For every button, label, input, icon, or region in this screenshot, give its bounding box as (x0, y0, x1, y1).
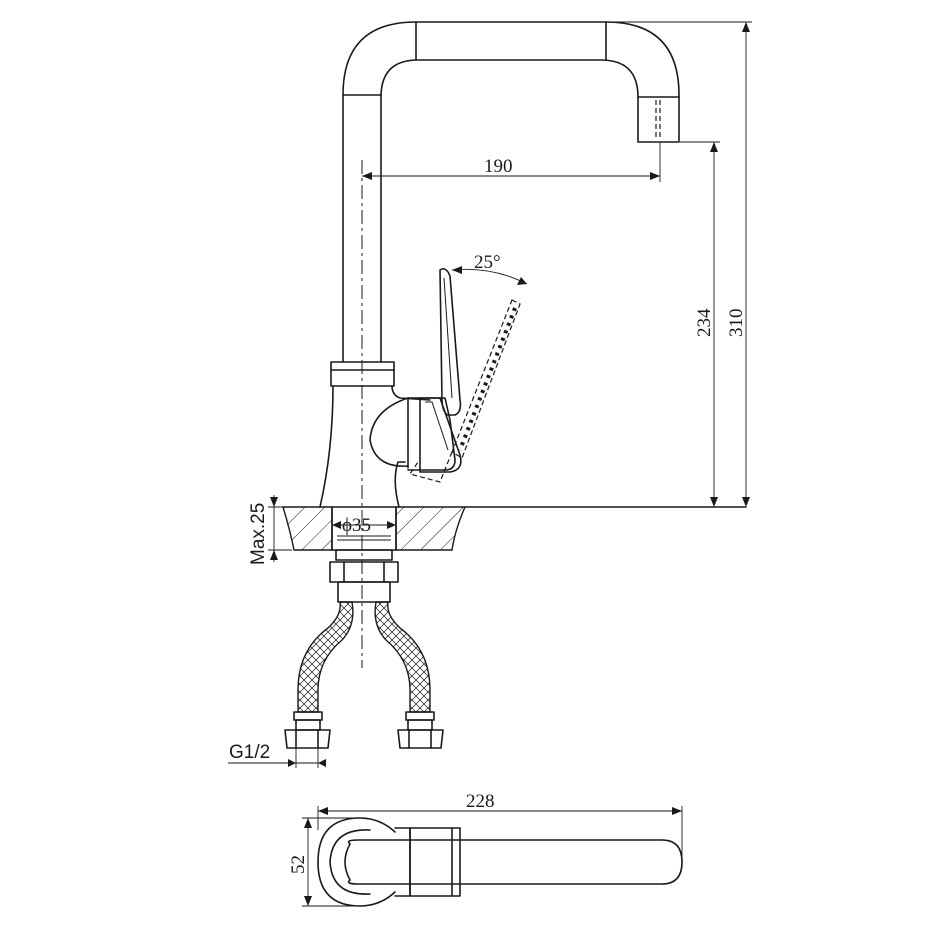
spout-height-label: 234 (694, 308, 715, 337)
inlet-thread-label: G1/2 (229, 742, 270, 763)
top-view-width-label: 52 (288, 855, 309, 874)
max-thickness-label: Max.25 (248, 503, 269, 565)
mount-hole-label: ϕ35 (342, 515, 371, 536)
handle-angle-label: 25° (474, 252, 501, 273)
angle-dimension: 25° (451, 252, 528, 285)
lever-open-position (409, 299, 521, 483)
faucet-body (319, 361, 462, 508)
total-height-label: 310 (726, 309, 747, 338)
lever-handle (439, 268, 462, 416)
reach-dimension: 190 (362, 142, 661, 182)
max-thickness-dimension: Max.25 (248, 495, 292, 565)
inlet-thread-dimension: G1/2 (228, 742, 326, 768)
spout (342, 21, 680, 363)
mounting-assembly (284, 549, 444, 749)
top-view: 228 52 (288, 791, 683, 907)
height-dimensions: 234 310 (608, 21, 752, 507)
spout-reach-label: 190 (484, 156, 513, 177)
countertop-section: ϕ35 (282, 506, 747, 551)
top-view-length-label: 228 (466, 791, 495, 812)
